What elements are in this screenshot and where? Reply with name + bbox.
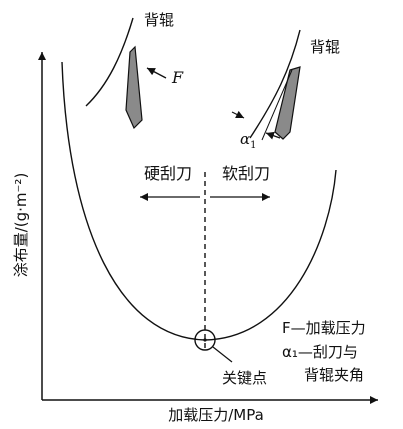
alpha-symbol: α1 xyxy=(240,130,257,151)
coating-curve xyxy=(61,61,337,341)
hard-blade-label: 硬刮刀 xyxy=(144,164,192,183)
legend-force: F—加载压力 xyxy=(282,319,366,337)
back-roller-right xyxy=(249,29,301,139)
soft-blade-label: 软刮刀 xyxy=(222,164,270,183)
angle-arrow-top xyxy=(231,110,245,119)
back-roller-left-label: 背辊 xyxy=(144,11,174,29)
force-arrow xyxy=(146,67,167,79)
key-point-circle xyxy=(194,329,216,351)
hard-blade-shape xyxy=(125,45,143,130)
legend-alpha-line2: 背辊夹角 xyxy=(304,366,364,384)
x-axis-label: 加载压力/MPa xyxy=(168,406,264,424)
angle-arrow-bottom xyxy=(265,131,281,140)
key-point-dot xyxy=(203,338,207,342)
soft-blade-shape xyxy=(274,66,301,140)
legend-alpha-line1: α₁—刮刀与 xyxy=(282,343,358,361)
y-axis-label: 涂布量/(g·m⁻²) xyxy=(12,173,30,278)
back-roller-left xyxy=(85,17,134,107)
key-point-leader xyxy=(212,346,233,363)
blade-angle-line xyxy=(261,69,293,141)
force-symbol: F xyxy=(171,68,184,87)
back-roller-right-label: 背辊 xyxy=(310,38,340,56)
key-point-label: 关键点 xyxy=(222,369,267,387)
